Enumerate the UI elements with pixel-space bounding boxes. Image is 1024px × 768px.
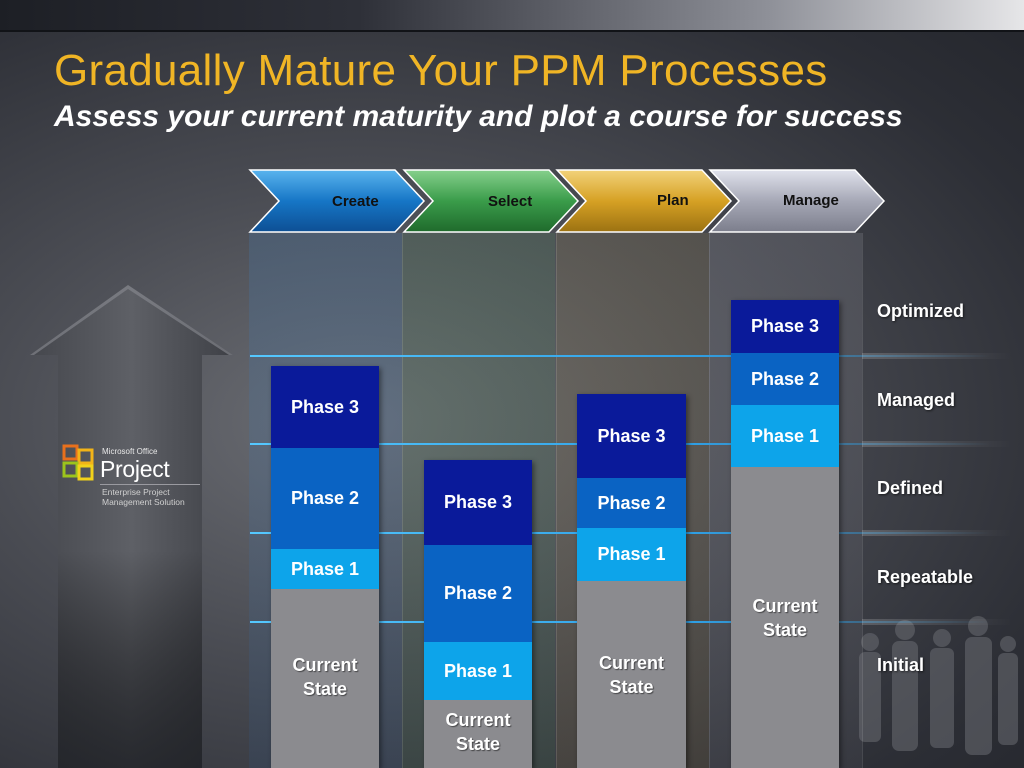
level-initial: Initial xyxy=(877,655,925,675)
chevron-plan xyxy=(555,169,733,233)
level-band xyxy=(862,353,1012,359)
top-divider xyxy=(0,30,1024,32)
level-defined: Defined xyxy=(877,478,944,498)
phase-2-segment: Phase 2 xyxy=(577,478,686,528)
stage-label-plan: Plan xyxy=(657,192,689,209)
top-title-bar xyxy=(0,0,1024,30)
logo-brand: Microsoft Office xyxy=(102,447,158,456)
logo-tagline: Enterprise Project Management Solution xyxy=(102,487,185,507)
current-state-line1: Current xyxy=(292,655,358,675)
maturity-bar-plan: Phase 3 Phase 2 Phase 1 Current State xyxy=(577,394,686,768)
phase-1-segment: Phase 1 xyxy=(577,528,686,581)
phase-1-segment: Phase 1 xyxy=(424,642,532,700)
logo-tagline-line2: Management Solution xyxy=(102,497,185,507)
current-state-line2: State xyxy=(609,677,654,697)
current-state-line2: State xyxy=(302,679,347,699)
column-divider xyxy=(402,233,403,768)
level-band xyxy=(862,441,1012,447)
current-state-line2: State xyxy=(455,734,500,754)
phase-2-segment: Phase 2 xyxy=(271,448,379,549)
current-state-segment: Current State xyxy=(577,581,686,768)
chevron-select xyxy=(402,169,580,233)
project-logo: Microsoft Office Project Enterprise Proj… xyxy=(62,442,212,512)
maturity-bar-select: Phase 3 Phase 2 Phase 1 Current State xyxy=(424,460,532,768)
level-band xyxy=(862,619,1012,625)
column-divider xyxy=(556,233,557,768)
process-chevrons xyxy=(248,169,886,233)
chevron-manage xyxy=(708,169,886,233)
current-state-line1: Current xyxy=(598,653,664,673)
current-state-segment: Current State xyxy=(731,467,839,768)
chevron-create xyxy=(248,169,426,233)
slide-title: Gradually Mature Your PPM Processes xyxy=(54,46,828,95)
phase-1-segment: Phase 1 xyxy=(731,405,839,467)
level-managed: Managed xyxy=(877,390,956,410)
stage-label-manage: Manage xyxy=(783,192,839,209)
level-band xyxy=(862,530,1012,536)
phase-3-segment: Phase 3 xyxy=(731,300,839,353)
office-logo-icon xyxy=(62,444,94,481)
current-state-segment: Current State xyxy=(271,589,379,768)
phase-3-segment: Phase 3 xyxy=(577,394,686,478)
phase-3-segment: Phase 3 xyxy=(424,460,532,545)
logo-rule xyxy=(100,484,200,485)
current-state-line2: State xyxy=(762,620,807,640)
maturity-bar-manage: Phase 3 Phase 2 Phase 1 Current State xyxy=(731,300,839,768)
stage-label-create: Create xyxy=(332,193,379,210)
level-line-optimized xyxy=(250,355,990,357)
people-silhouettes xyxy=(859,616,1018,755)
logo-tagline-line1: Enterprise Project xyxy=(102,487,170,497)
phase-2-segment: Phase 2 xyxy=(424,545,532,642)
column-divider xyxy=(862,233,863,768)
level-optimized: Optimized xyxy=(877,301,965,321)
maturity-bar-create: Phase 3 Phase 2 Phase 1 Current State xyxy=(271,366,379,768)
up-arrow-icon xyxy=(30,285,233,768)
slide-subtitle: Assess your current maturity and plot a … xyxy=(54,100,903,133)
stage-label-select: Select xyxy=(488,193,533,210)
current-state-line1: Current xyxy=(445,710,511,730)
logo-product: Project xyxy=(100,456,170,482)
level-repeatable: Repeatable xyxy=(877,567,974,587)
phase-2-segment: Phase 2 xyxy=(731,353,839,405)
column-divider xyxy=(709,233,710,768)
phase-1-segment: Phase 1 xyxy=(271,549,379,589)
phase-3-segment: Phase 3 xyxy=(271,366,379,448)
current-state-line1: Current xyxy=(752,596,818,616)
current-state-segment: Current State xyxy=(424,700,532,768)
